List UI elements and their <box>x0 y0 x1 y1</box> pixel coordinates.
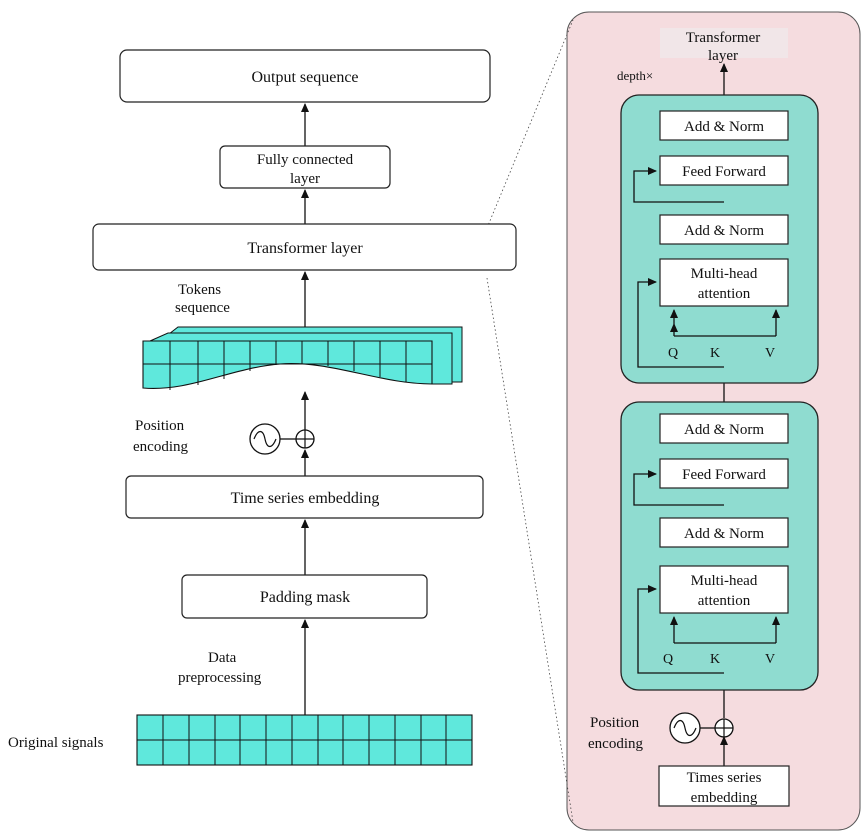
transformer-layer-box <box>92 223 517 271</box>
feed-forward-2-label: Feed Forward <box>682 467 766 483</box>
original-signals-grid <box>136 714 473 766</box>
encoder-block-2: Add & Norm Feed Forward Add & Norm Multi… <box>620 401 819 691</box>
q-label-1: Q <box>668 346 678 361</box>
k-label-2: K <box>710 652 720 667</box>
left-position-line1: Position <box>135 418 185 434</box>
add-norm-top-1 <box>659 110 789 141</box>
v-label-2: V <box>765 652 775 667</box>
padding-mask-label: Padding mask <box>260 589 350 606</box>
transformer-layer-label: Transformer layer <box>247 240 363 257</box>
v-label-1: V <box>765 346 775 361</box>
add-norm-top-2-label: Add & Norm <box>684 422 764 438</box>
encoder-block-1: Add & Norm Feed Forward Add & Norm Multi… <box>620 94 819 384</box>
right-embed-line1: Times series <box>687 770 762 786</box>
fully-connected-line2: layer <box>290 171 320 187</box>
right-position-line2: encoding <box>588 736 643 752</box>
right-sine-icon <box>669 712 701 744</box>
feed-forward-1 <box>659 155 789 186</box>
q-label-2: Q <box>663 652 673 667</box>
panel-title-bg <box>660 28 788 58</box>
mha-2-line2: attention <box>698 593 751 609</box>
left-sine-icon <box>249 423 281 455</box>
right-sum-icon <box>714 718 734 738</box>
tokens-line2: sequence <box>175 300 230 316</box>
time-series-embedding-box <box>125 475 484 519</box>
original-signals-label: Original signals <box>8 735 104 751</box>
left-position-line2: encoding <box>133 439 188 455</box>
fully-connected-line1: Fully connected <box>257 152 354 168</box>
multi-head-attention-1 <box>659 258 789 307</box>
padding-mask-box <box>181 574 428 619</box>
add-norm-mid-2 <box>659 517 789 548</box>
left-sum-icon <box>295 429 315 449</box>
add-norm-mid-1 <box>659 214 789 245</box>
feed-forward-1-label: Feed Forward <box>682 164 766 180</box>
add-norm-top-2 <box>659 413 789 444</box>
zoom-line-bottom <box>486 277 574 823</box>
mha-1-line1: Multi-head <box>691 266 758 282</box>
feed-forward-2 <box>659 458 789 489</box>
right-times-series-embedding-box <box>658 765 790 807</box>
data-line2: preprocessing <box>178 670 262 686</box>
time-series-embedding-label: Time series embedding <box>231 490 380 507</box>
panel-title-line1: Transformer <box>686 30 760 46</box>
output-sequence-label: Output sequence <box>251 69 358 86</box>
add-norm-mid-1-label: Add & Norm <box>684 223 764 239</box>
add-norm-top-1-label: Add & Norm <box>684 119 764 135</box>
mha-1-line2: attention <box>698 286 751 302</box>
multi-head-attention-2 <box>659 565 789 614</box>
right-embed-line2: embedding <box>691 790 758 806</box>
right-position-line1: Position <box>590 715 640 731</box>
add-norm-mid-2-label: Add & Norm <box>684 526 764 542</box>
mha-2-line1: Multi-head <box>691 573 758 589</box>
data-line1: Data <box>208 650 237 666</box>
depth-label: depth× <box>617 68 653 83</box>
k-label-1: K <box>710 346 720 361</box>
panel-title-line2: layer <box>708 48 738 64</box>
tokens-sequence-grid <box>142 326 463 390</box>
tokens-line1: Tokens <box>178 282 221 298</box>
zoom-line-top <box>486 19 574 229</box>
output-sequence-box <box>119 49 491 103</box>
fully-connected-box <box>219 145 391 189</box>
